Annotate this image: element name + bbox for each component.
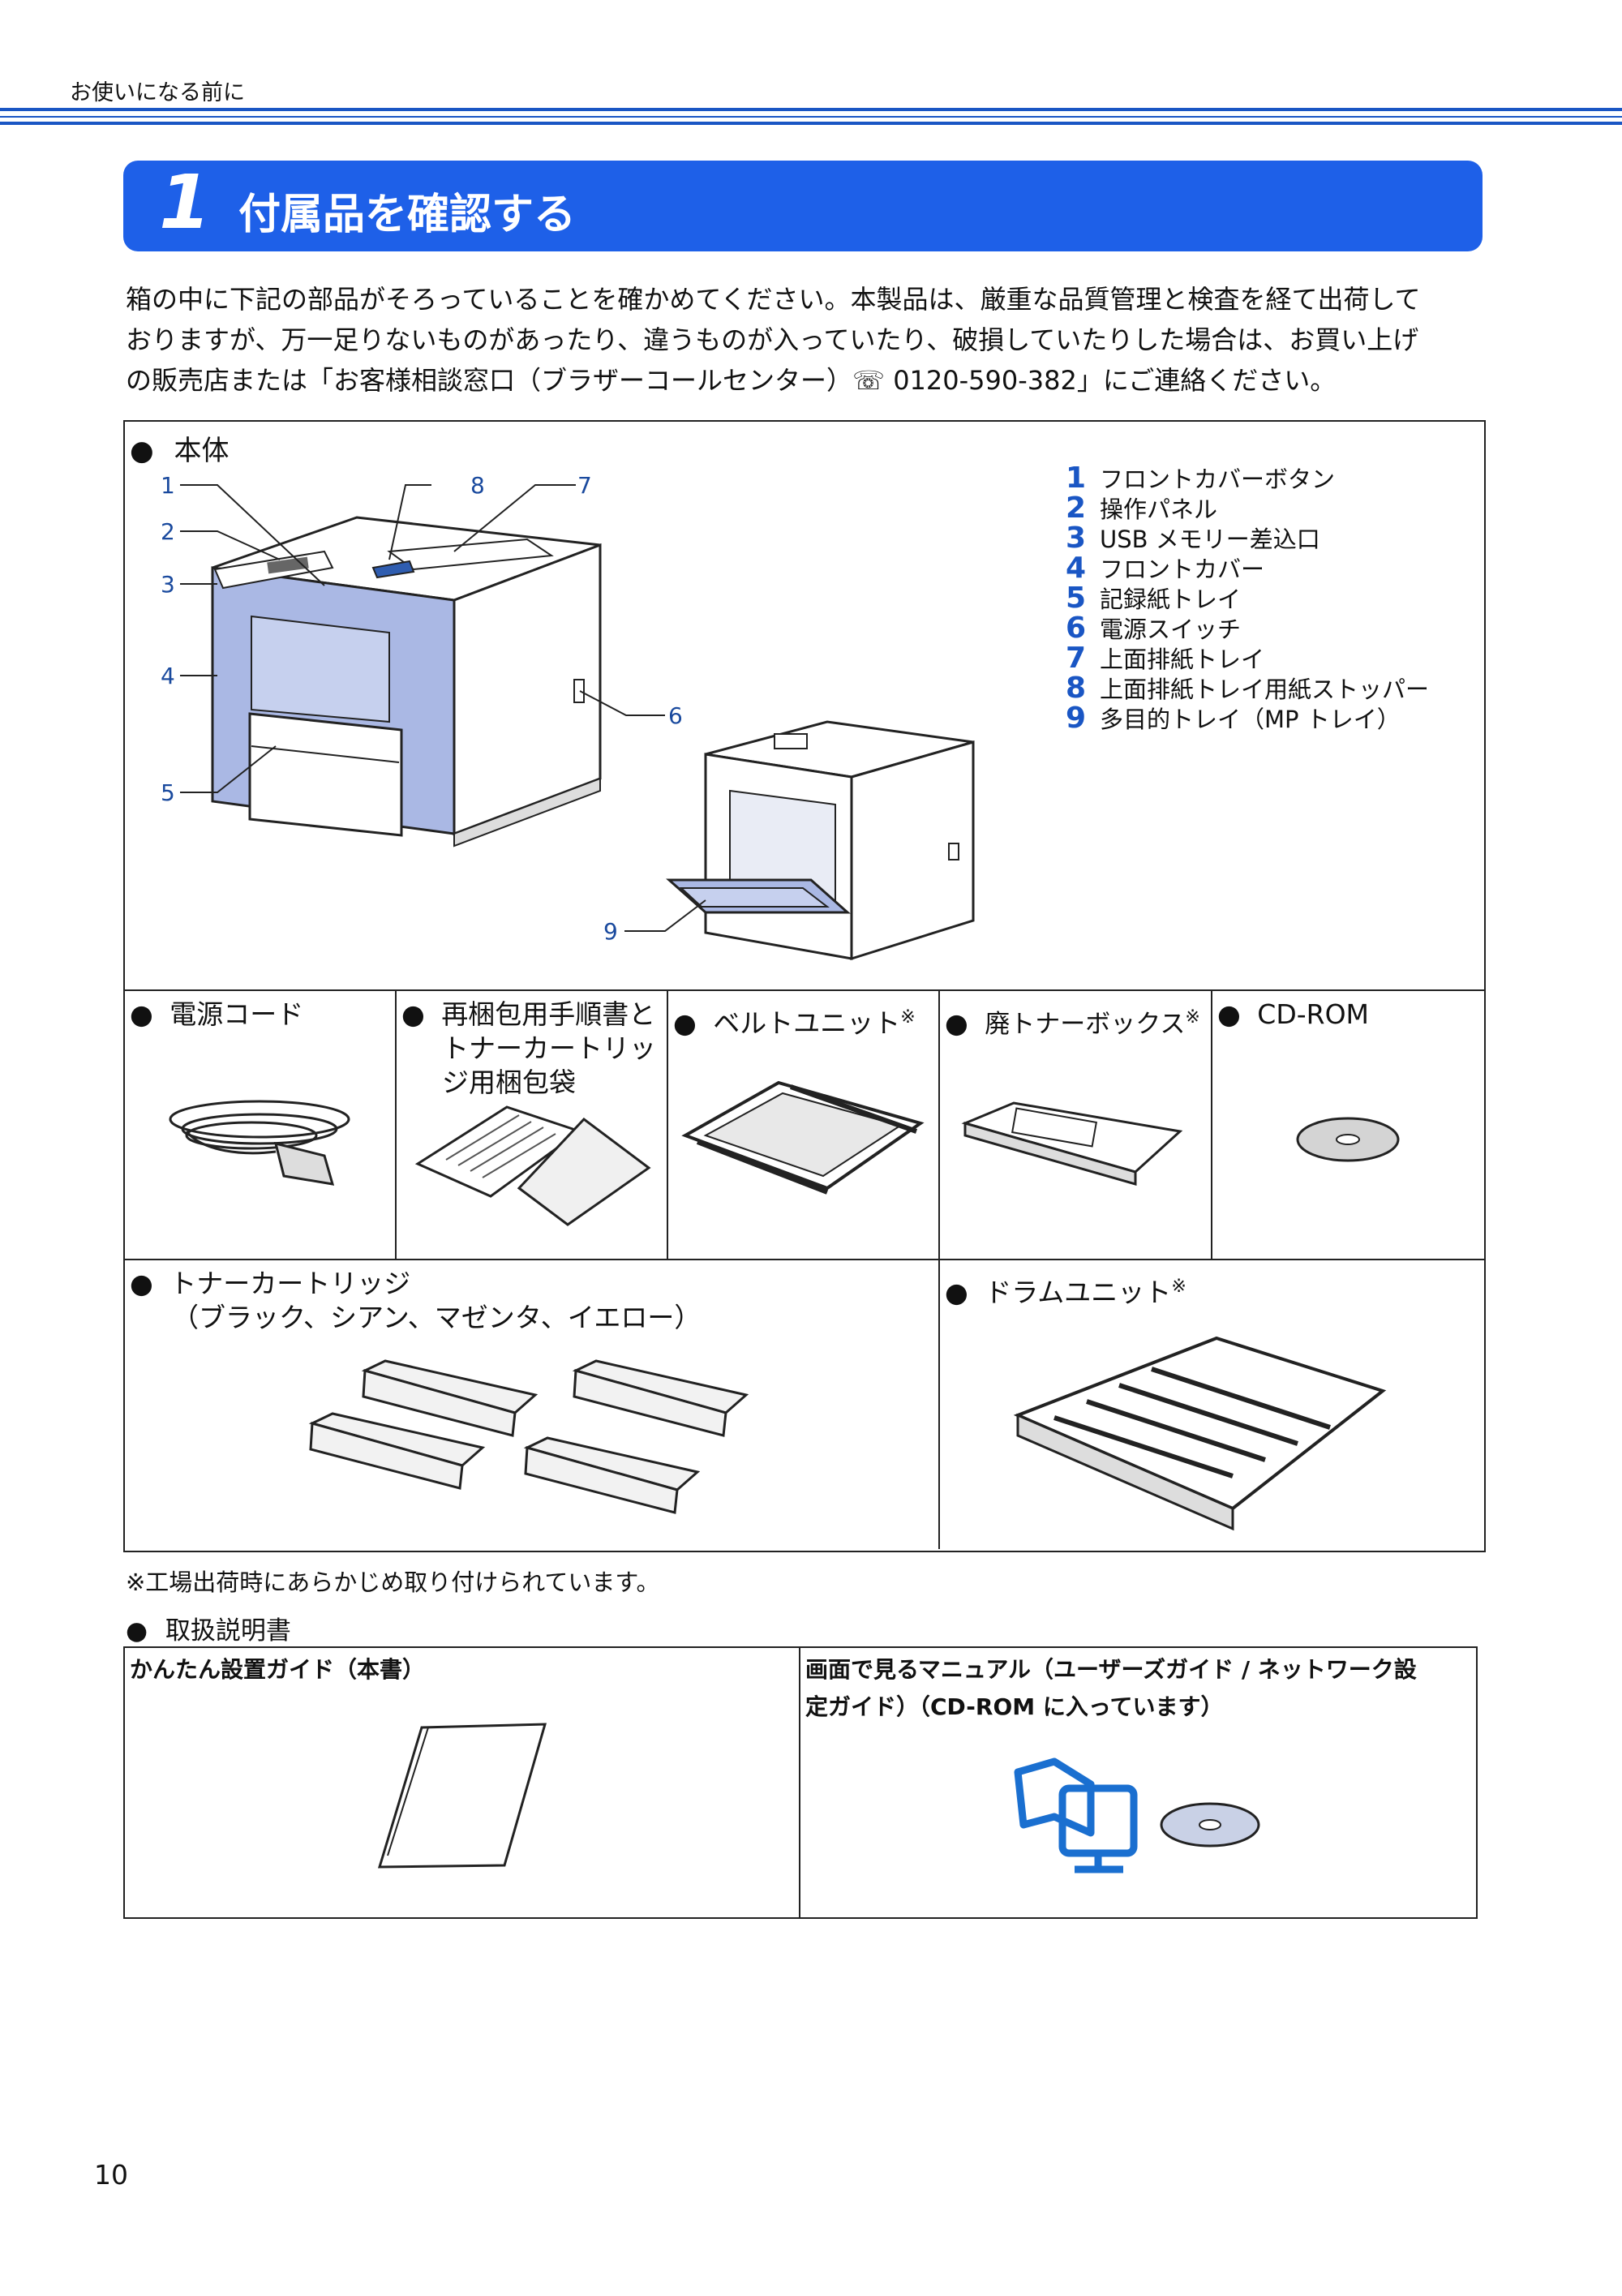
section-number: 1 [159,159,212,246]
col-divider [395,989,397,1260]
header-rule [0,108,1622,111]
cdrom-label: ● CD-ROM [1217,998,1370,1030]
quick-setup-guide-title: かんたん設置ガイド（本書） [130,1656,426,1683]
toner-label: ● トナーカートリッジ （ブラック、シアン、マゼンタ、イエロー） [130,1268,702,1333]
section-banner [123,161,1483,251]
header-rule [0,116,1622,118]
bullet-icon: ● [401,998,425,1030]
col-divider [799,1646,800,1917]
callout-9: 9 [603,918,618,945]
factory-installed-note: ※工場出荷時にあらかじめ取り付けられています。 [126,1569,660,1596]
callout-2: 2 [161,518,175,545]
main-unit-label: ● 本体 [130,435,230,467]
bullet-icon: ● [945,1277,968,1308]
intro-line: おりますが、万一足りないものがあったり、違うものが入っていたり、破損していたりし… [126,324,1419,355]
power-cord-label: ● 電源コード [130,998,304,1030]
bullet-icon: ● [130,998,153,1030]
col-divider [1211,989,1212,1260]
manuals-label: ● 取扱説明書 [126,1616,291,1646]
bullet-icon: ● [673,1007,697,1039]
row-divider [123,989,1484,991]
bullet-icon: ● [1217,998,1241,1030]
section-title: 付属品を確認する [238,191,577,239]
callout-8: 8 [470,472,485,499]
onscreen-manual-title: 画面で見るマニュアル（ユーザーズガイド / ネットワーク設 定ガイド）（CD-R… [805,1656,1417,1720]
callout-3: 3 [161,571,175,598]
col-divider [938,989,940,1549]
intro-paragraph: 箱の中に下記の部品がそろっていることを確かめてください。本製品は、厳重な品質管理… [126,279,1488,401]
callout-7: 7 [577,472,592,499]
parts-table [123,420,1486,1552]
repack-label: ● 再梱包用手順書と トナーカートリッ ジ用梱包袋 [401,998,656,1098]
drum-unit-label: ● ドラムユニット※ [945,1277,1186,1308]
page-number: 10 [94,2159,128,2191]
running-header: お使いになる前に [70,80,245,105]
manuals-table [123,1646,1478,1919]
intro-line: 箱の中に下記の部品がそろっていることを確かめてください。本製品は、厳重な品質管理… [126,284,1421,315]
intro-line: の販売店または「お客様相談窓口（ブラザーコールセンター）☏ 0120-590-3… [126,365,1337,396]
callout-1: 1 [161,472,175,499]
callout-6: 6 [668,702,683,729]
bullet-icon: ● [130,1268,153,1299]
bullet-icon: ● [945,1007,968,1039]
bullet-icon: ● [126,1616,148,1646]
waste-box-label: ● 廃トナーボックス※ [945,1007,1200,1039]
col-divider [667,989,668,1260]
header-rule [0,122,1622,125]
bullet-icon: ● [130,435,154,467]
row-divider [123,1259,1484,1260]
belt-unit-label: ● ベルトユニット※ [673,1007,916,1039]
callout-4: 4 [161,663,175,689]
callout-5: 5 [161,779,175,806]
